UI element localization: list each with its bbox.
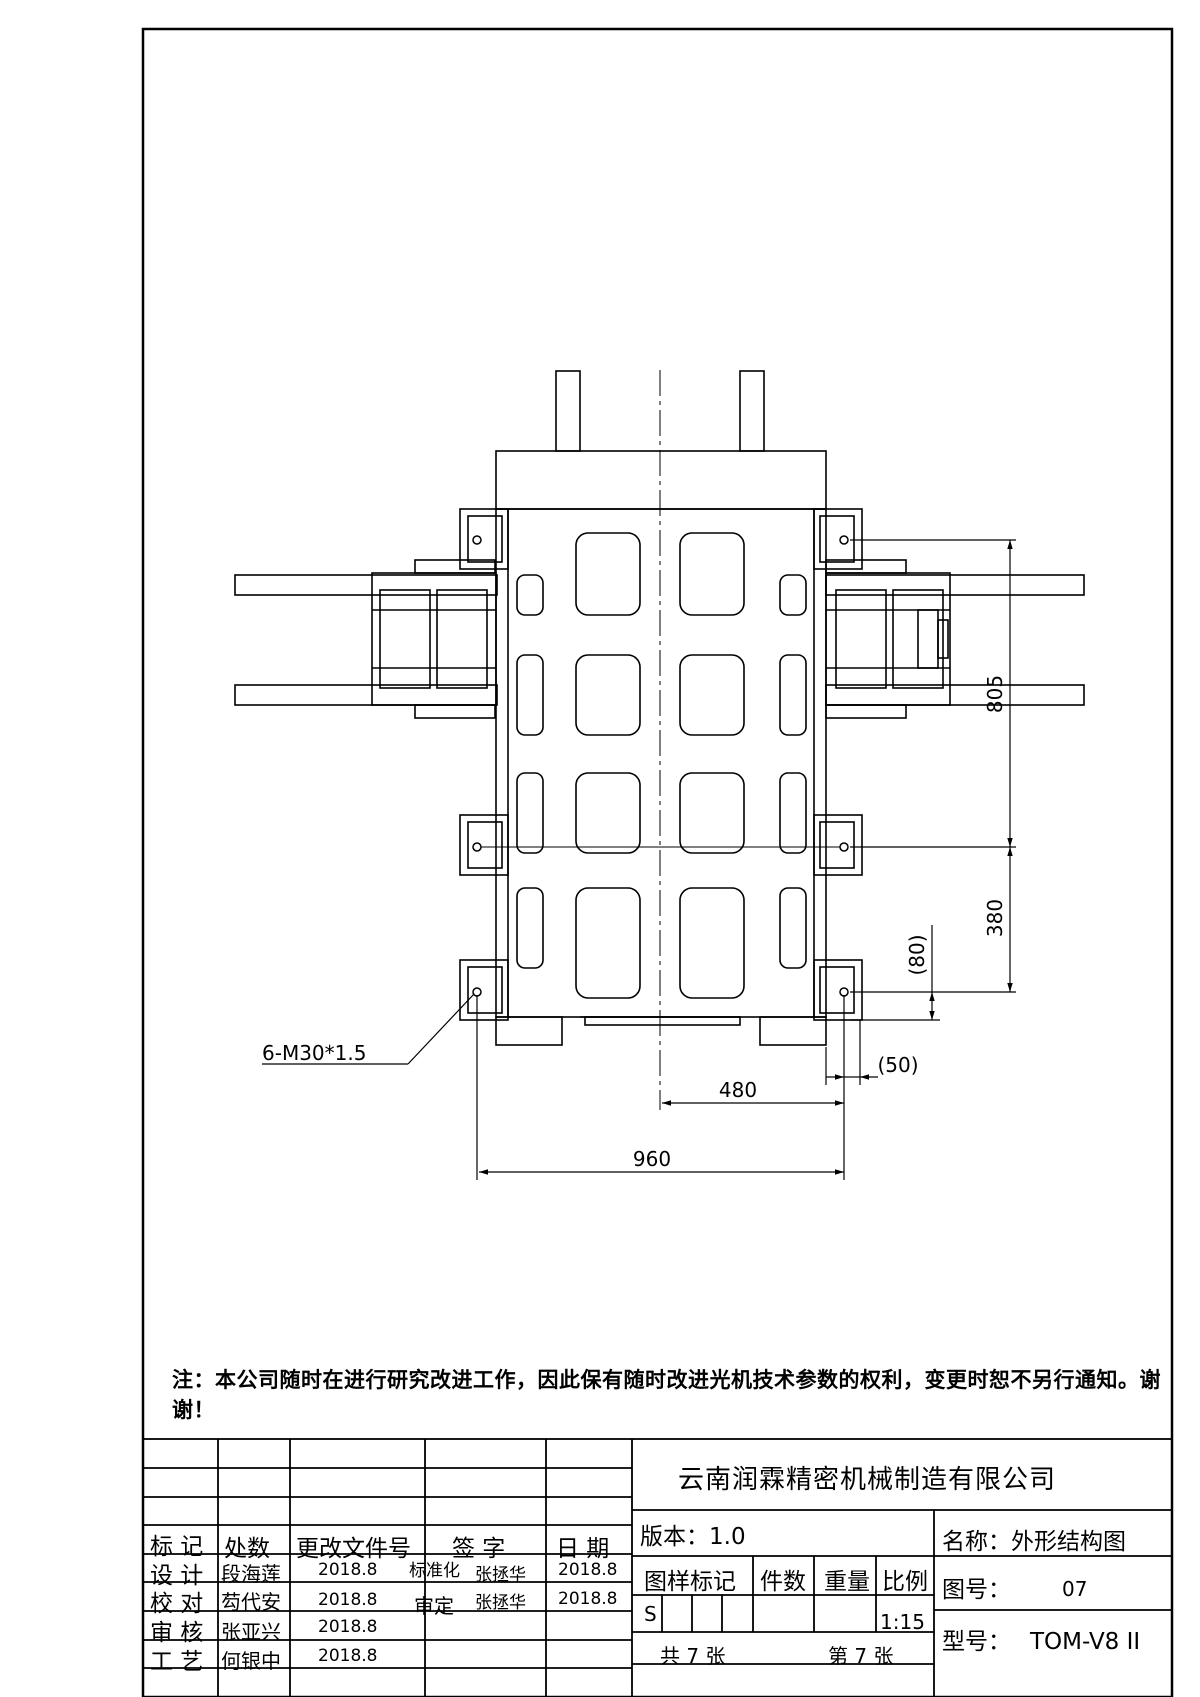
scale-label: 比例 — [882, 1569, 928, 1595]
window — [679, 654, 745, 736]
std-name: 张拯华 — [475, 1565, 526, 1585]
weight-label: 重量 — [824, 1569, 870, 1595]
total-sheets: 共 7 张 — [660, 1644, 726, 1668]
dim-960: 960 — [633, 1147, 671, 1171]
dim-805: 805 — [983, 675, 1007, 713]
main-body — [495, 508, 827, 1018]
mount-block-mid-right — [813, 814, 863, 876]
drawing-number-label: 图号： — [942, 1577, 1011, 1603]
piece-count-label: 件数 — [760, 1569, 806, 1595]
model-label: 型号： — [942, 1629, 1011, 1655]
version: 版本：1.0 — [640, 1524, 746, 1550]
thread-callout: 6-M30*1.5 — [262, 1041, 366, 1065]
bolt-holes — [472, 535, 849, 997]
header-date: 日 期 — [556, 1536, 610, 1562]
drawing-number: 07 — [1062, 1577, 1088, 1601]
mount-block-bottom-right — [813, 959, 863, 1021]
right-rail-top — [825, 574, 1085, 596]
window — [575, 887, 641, 999]
slot — [516, 887, 544, 969]
s-value: S — [644, 1602, 657, 1626]
header-mark: 标 记 — [150, 1534, 204, 1560]
bottom-foot-left — [495, 1016, 563, 1046]
slot — [779, 654, 807, 736]
disclaimer-note: 注：本公司随时在进行研究改进工作，因此保有随时改进光机技术参数的权利，变更时恕不… — [172, 1368, 1161, 1422]
dim-480: 480 — [719, 1078, 757, 1102]
mount-block-mid-left — [459, 814, 509, 876]
mount-block-top-right — [813, 508, 863, 570]
role-check: 校 对 — [150, 1591, 204, 1617]
std-label: 标准化 — [409, 1561, 460, 1581]
header-sign: 签 字 — [452, 1536, 506, 1562]
approve-name: 张拯华 — [475, 1593, 526, 1613]
top-post-left — [555, 370, 581, 452]
window — [679, 887, 745, 999]
date-process: 2018.8 — [318, 1646, 378, 1666]
date-review: 2018.8 — [318, 1617, 378, 1637]
role-process: 工 艺 — [150, 1649, 204, 1675]
dim-80: (80) — [905, 934, 929, 975]
name-process: 何银中 — [221, 1649, 281, 1673]
name-check: 芶代安 — [221, 1590, 281, 1614]
window — [575, 772, 641, 854]
window — [679, 532, 745, 616]
role-review: 审 核 — [150, 1620, 204, 1646]
left-rail-top — [234, 574, 498, 596]
title-block-grid — [142, 1438, 1173, 1697]
slot — [516, 772, 544, 854]
dim-50: (50) — [877, 1053, 918, 1077]
window — [575, 654, 641, 736]
slot — [779, 772, 807, 854]
sample-mark-label: 图样标记 — [644, 1569, 736, 1595]
model-value: TOM-V8 II — [1030, 1629, 1141, 1655]
header-doc: 更改文件号 — [296, 1536, 411, 1562]
window — [679, 772, 745, 854]
window — [575, 532, 641, 616]
name-design: 段海莲 — [221, 1562, 281, 1586]
left-rail-bottom — [234, 684, 498, 706]
top-header-block — [495, 450, 827, 510]
dimensions — [262, 539, 1016, 1180]
top-post-right — [739, 370, 765, 452]
company-name: 云南润霖精密机械制造有限公司 — [678, 1465, 1057, 1495]
slot — [516, 654, 544, 736]
mount-block-bottom-left — [459, 959, 509, 1021]
drawing-name: 名称：外形结构图 — [942, 1529, 1126, 1555]
slot — [516, 574, 544, 616]
approve-date: 2018.8 — [558, 1589, 618, 1609]
slot — [779, 887, 807, 969]
bottom-foot-right — [759, 1016, 827, 1046]
date-design: 2018.8 — [318, 1560, 378, 1580]
machine-top-view — [234, 370, 1085, 1110]
slot — [779, 574, 807, 616]
approve-label: 审定 — [414, 1594, 454, 1618]
dim-380: 380 — [983, 899, 1007, 937]
header-count: 处数 — [224, 1536, 270, 1562]
scale-value: 1:15 — [880, 1610, 925, 1634]
drawing-frame — [141, 27, 1174, 1697]
std-date: 2018.8 — [558, 1560, 618, 1580]
sheet-number: 第 7 张 — [828, 1644, 894, 1668]
date-check: 2018.8 — [318, 1590, 378, 1610]
mount-block-top-left — [459, 508, 509, 570]
role-design: 设 计 — [150, 1563, 204, 1589]
name-review: 张亚兴 — [221, 1620, 281, 1644]
